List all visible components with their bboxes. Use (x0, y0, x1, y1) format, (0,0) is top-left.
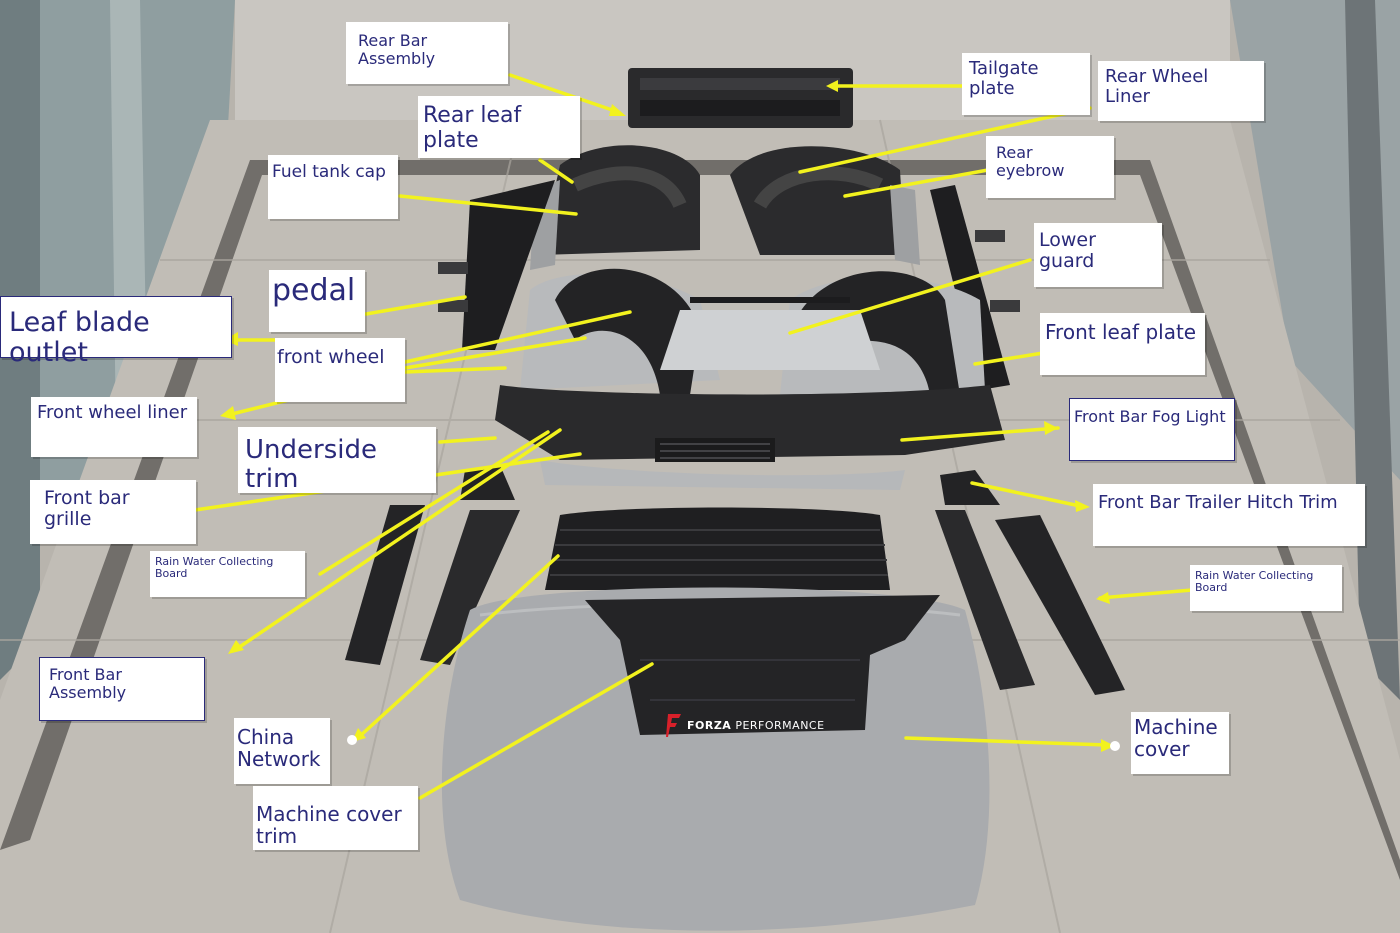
forza-performance-logo: FORZA PERFORMANCE (666, 712, 825, 738)
label-pedal: pedal (269, 270, 365, 332)
label-front-wheel-liner: Front wheel liner (31, 397, 197, 457)
label-front-wheel: front wheel (275, 338, 405, 402)
brand-name: FORZA PERFORMANCE (687, 718, 825, 732)
label-machine-cover: Machine cover (1131, 712, 1229, 774)
label-rain-water-collecting-board-left: Rain Water Collecting Board (150, 551, 305, 597)
label-china-network: China Network (234, 718, 330, 784)
label-rain-water-collecting-board-right: Rain Water Collecting Board (1190, 565, 1342, 611)
label-fuel-tank-cap: Fuel tank cap (268, 155, 398, 219)
label-rear-bar-assembly: Rear Bar Assembly (346, 22, 508, 84)
label-front-bar-assembly: Front Bar Assembly (39, 657, 205, 721)
label-front-leaf-plate: Front leaf plate (1040, 313, 1205, 375)
label-leaf-blade-outlet: Leaf blade outlet (0, 296, 232, 368)
label-rear-eyebrow: Rear eyebrow (986, 136, 1114, 198)
label-rear-leaf-plate: Rear leaf plate (418, 96, 580, 158)
label-front-bar-trailer-hitch-trim: Front Bar Trailer Hitch Trim (1093, 484, 1365, 546)
label-lower-guard: Lower guard (1034, 223, 1162, 287)
label-tailgate-plate: Tailgate plate (962, 53, 1090, 115)
label-front-bar-fog-light: Front Bar Fog Light (1069, 398, 1235, 461)
label-machine-cover-trim: Machine cover trim (253, 786, 418, 850)
label-rear-wheel-liner: Rear Wheel Liner (1098, 61, 1264, 121)
label-front-bar-grille: Front bar grille (30, 480, 196, 544)
forza-logo-icon (666, 712, 682, 738)
label-underside-trim: Underside trim (238, 427, 436, 494)
